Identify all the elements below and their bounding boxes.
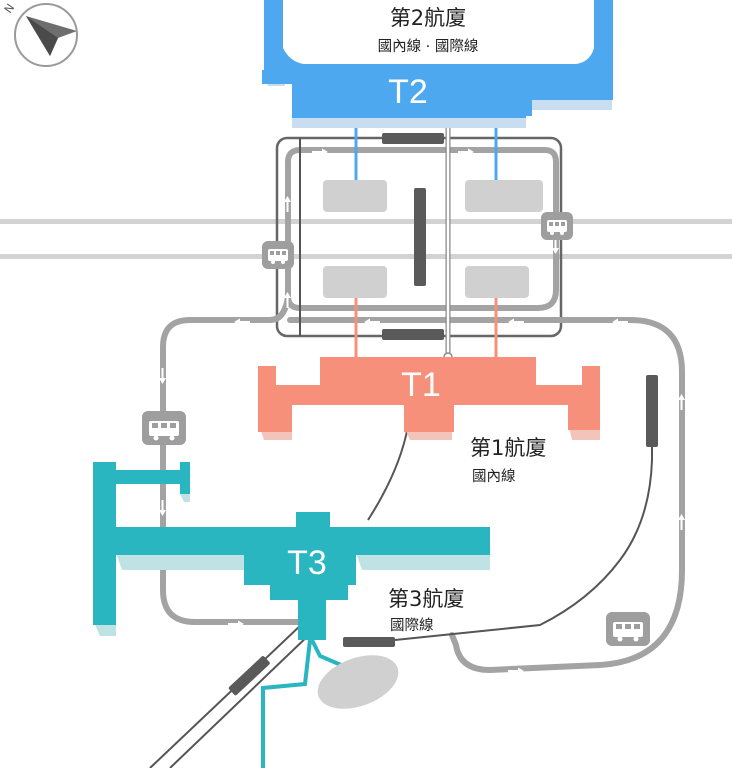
compass-north-label: N xyxy=(2,2,17,16)
terminal-3-code: T3 xyxy=(287,544,327,582)
compass-icon: N xyxy=(2,2,78,67)
terminal-1-code: T1 xyxy=(401,366,441,404)
rail-station-southwest xyxy=(228,656,270,696)
bus-stop-west[interactable] xyxy=(142,411,186,445)
bus-icon xyxy=(547,220,567,235)
terminal-2-code: T2 xyxy=(388,73,428,111)
terminal-2-service: 國內線 · 國際線 xyxy=(378,38,479,55)
terminal-3-name: 第3航廈 xyxy=(388,587,464,611)
highway-roads xyxy=(0,219,732,259)
terminal-2-name: 第2航廈 xyxy=(390,6,466,30)
parking-lot-p4 xyxy=(465,266,529,298)
bus-stop-west-parking[interactable] xyxy=(262,241,294,269)
route-direction-arrows xyxy=(159,148,685,675)
terminal-1-building: T1 xyxy=(258,357,600,440)
roundabout-lot xyxy=(317,655,399,709)
train-stations xyxy=(228,133,658,696)
rail-station-south xyxy=(382,329,444,340)
bus-icon xyxy=(613,622,643,642)
rail-station-north xyxy=(382,133,444,144)
terminal-3-service: 國際線 xyxy=(390,617,434,634)
terminal-3-building: T3 xyxy=(93,462,490,768)
parking-lot-p2 xyxy=(465,180,543,212)
terminal-2-building: T2 xyxy=(262,0,613,128)
bus-stop-north[interactable] xyxy=(541,212,573,240)
rail-station-east xyxy=(646,375,658,447)
parking-lot-p1 xyxy=(323,180,387,212)
terminal-1-name: 第1航廈 xyxy=(470,436,546,460)
rail-station-center xyxy=(414,188,426,286)
bus-icon xyxy=(149,421,179,441)
bus-stop-southeast[interactable] xyxy=(606,612,650,646)
rail-lines xyxy=(149,138,653,768)
terminal-1-service: 國內線 xyxy=(472,468,516,485)
parking-lot-p3 xyxy=(323,266,387,298)
rail-station-t3 xyxy=(343,637,395,647)
bus-icon xyxy=(268,249,288,264)
